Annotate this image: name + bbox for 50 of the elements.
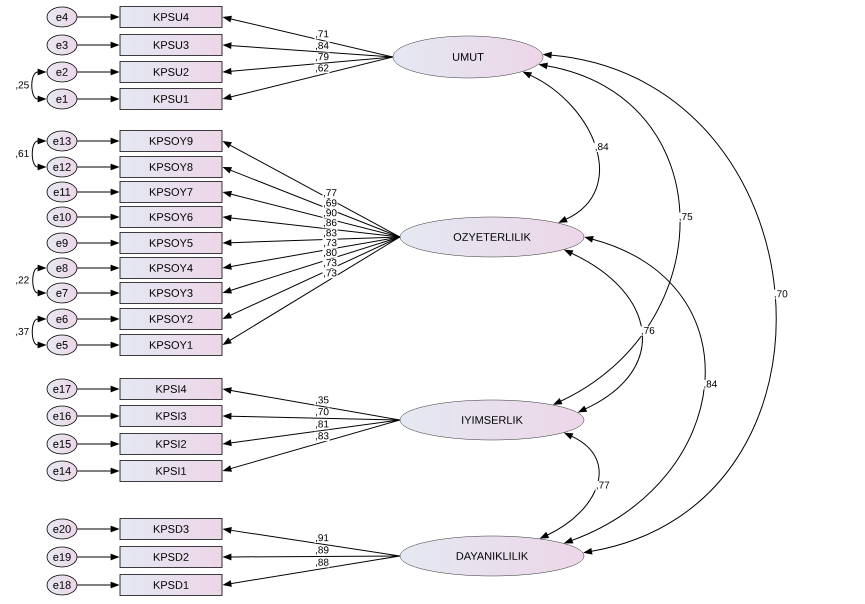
indicator-box: KPSOY3 bbox=[120, 282, 222, 304]
edge-label: ,81 bbox=[314, 420, 330, 430]
indicator-box: KPSU1 bbox=[120, 88, 222, 110]
edge-label: ,76 bbox=[640, 326, 656, 336]
edge-label: ,35 bbox=[314, 396, 330, 406]
edge-label: ,83 bbox=[314, 432, 330, 442]
indicator-box: KPSI1 bbox=[120, 460, 222, 482]
indicator-box: KPSI3 bbox=[120, 405, 222, 427]
edge-label: ,73 bbox=[322, 258, 338, 268]
indicator-box: KPSOY5 bbox=[120, 232, 222, 254]
edge-label: ,79 bbox=[314, 52, 330, 62]
edge-label: ,25 bbox=[14, 80, 30, 90]
indicator-box: KPSOY4 bbox=[120, 257, 222, 279]
edge-label: ,75 bbox=[678, 212, 694, 222]
indicator-box: KPSU3 bbox=[120, 34, 222, 56]
edge-label: ,91 bbox=[314, 534, 330, 543]
edge-label: ,84 bbox=[702, 380, 718, 390]
edge-label: ,61 bbox=[14, 149, 30, 159]
indicator-box: KPSI4 bbox=[120, 378, 222, 400]
edge-label: ,73 bbox=[322, 268, 338, 278]
edge-label: ,83 bbox=[322, 228, 338, 238]
edge-label: ,22 bbox=[14, 276, 30, 286]
edge-label: ,70 bbox=[773, 290, 788, 300]
indicator-box: KPSOY8 bbox=[120, 156, 222, 178]
indicator-box: KPSD1 bbox=[120, 574, 222, 596]
edge-label: ,88 bbox=[314, 558, 330, 568]
edge-label: ,37 bbox=[14, 327, 30, 337]
indicator-box: KPSD3 bbox=[120, 518, 222, 540]
indicator-box: KPSU2 bbox=[120, 61, 222, 83]
indicator-box: KPSOY7 bbox=[120, 181, 222, 203]
indicator-box: KPSI2 bbox=[120, 433, 222, 455]
edge-label: ,62 bbox=[314, 64, 330, 74]
indicator-box: KPSU4 bbox=[120, 6, 222, 28]
edge-label: ,71 bbox=[314, 30, 330, 40]
edge-label: ,90 bbox=[322, 208, 338, 218]
edge-label: ,69 bbox=[322, 198, 338, 208]
edge-label: ,84 bbox=[594, 142, 610, 152]
edge-label: ,84 bbox=[314, 41, 330, 51]
indicator-box: KPSOY1 bbox=[120, 334, 222, 356]
edge-label: ,77 bbox=[322, 188, 338, 198]
indicator-box: KPSOY9 bbox=[120, 130, 222, 152]
indicator-box: KPSD2 bbox=[120, 546, 222, 568]
indicator-box: KPSOY6 bbox=[120, 206, 222, 228]
edge-label: ,77 bbox=[595, 481, 610, 490]
edge-label: ,70 bbox=[314, 408, 330, 418]
indicator-box: KPSOY2 bbox=[120, 308, 222, 330]
edge-label: ,89 bbox=[314, 546, 330, 556]
edge-label: ,73 bbox=[322, 238, 338, 248]
edge-label: ,86 bbox=[322, 218, 338, 228]
edge-label: ,80 bbox=[322, 248, 338, 258]
